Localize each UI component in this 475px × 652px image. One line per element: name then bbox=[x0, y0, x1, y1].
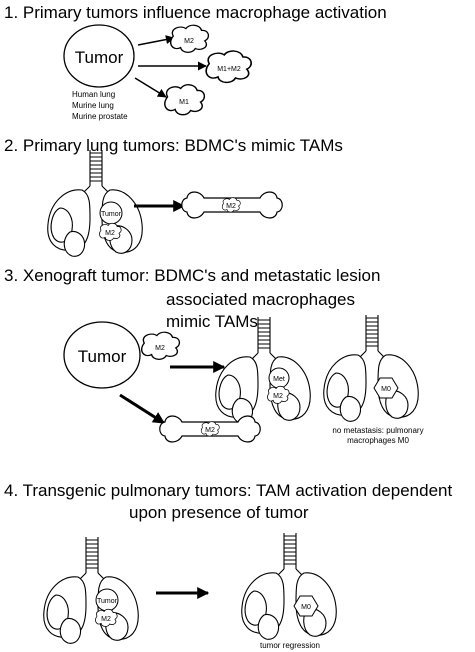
tumor-regression-caption: tumor regression bbox=[260, 641, 320, 650]
xenograft-tumor-label: Tumor bbox=[78, 347, 127, 366]
source-murine-prostate: Murine prostate bbox=[72, 112, 128, 121]
lungs-icon bbox=[47, 149, 143, 257]
section-3-heading-line-3: mimic TAMs bbox=[166, 312, 258, 331]
section-3-heading-line-2: associated macrophages bbox=[166, 290, 355, 309]
no-metastasis-caption-line-1: no metastasis: pulmonary bbox=[332, 426, 423, 435]
xenograft-tumor-circle bbox=[63, 321, 141, 389]
source-human-lung: Human lung bbox=[72, 90, 115, 99]
lung-tumor-label: Tumor bbox=[101, 211, 122, 218]
section-1: 1. Primary tumors influence macrophage a… bbox=[4, 3, 387, 121]
metastatic-lungs-icon bbox=[215, 316, 311, 424]
regressed-m0-label: M0 bbox=[301, 604, 311, 611]
tumor-label: Tumor bbox=[75, 48, 124, 67]
section-4-heading-line-1: 4. Transgenic pulmonary tumors: TAM acti… bbox=[4, 481, 452, 500]
arrow-to-m1 bbox=[134, 77, 167, 98]
arrow-to-bone bbox=[119, 393, 166, 425]
tumor-circle bbox=[63, 24, 135, 88]
met-label: Met bbox=[273, 376, 285, 383]
outcome-m1-label: M1 bbox=[179, 99, 189, 106]
transgenic-lungs-icon bbox=[43, 536, 139, 644]
section-1-heading: 1. Primary tumors influence macrophage a… bbox=[4, 3, 387, 22]
xenograft-bone-macrophage-label: M2 bbox=[205, 427, 215, 434]
section-2-heading: 2. Primary lung tumors: BDMC's mimic TAM… bbox=[4, 136, 343, 155]
met-lung-macrophage-label: M2 bbox=[273, 393, 283, 400]
lung-macrophage-label: M2 bbox=[105, 230, 115, 237]
regressed-lungs-icon bbox=[241, 532, 337, 640]
xenograft-macrophage-label: M2 bbox=[155, 345, 165, 352]
source-murine-lung: Murine lung bbox=[72, 101, 114, 110]
no-metastasis-caption-line-2: macrophages M0 bbox=[347, 436, 409, 445]
section-3: 3. Xenograft tumor: BDMC's and metastati… bbox=[4, 266, 424, 445]
section-2: 2. Primary lung tumors: BDMC's mimic TAM… bbox=[4, 136, 343, 257]
m0-label: M0 bbox=[381, 386, 391, 393]
section-3-heading-line-1: 3. Xenograft tumor: BDMC's and metastati… bbox=[4, 266, 380, 285]
no-metastasis-lungs-icon bbox=[323, 314, 419, 422]
outcome-m1-m2-label: M1+M2 bbox=[217, 66, 241, 73]
transgenic-lung-macrophage-label: M2 bbox=[101, 616, 111, 623]
section-4: 4. Transgenic pulmonary tumors: TAM acti… bbox=[4, 481, 452, 650]
outcome-m2-label: M2 bbox=[184, 38, 194, 45]
section-4-heading-line-2: upon presence of tumor bbox=[129, 503, 309, 522]
bone-macrophage-label: M2 bbox=[226, 203, 236, 210]
arrow-to-m2 bbox=[137, 35, 175, 46]
transgenic-tumor-label: Tumor bbox=[97, 598, 118, 605]
